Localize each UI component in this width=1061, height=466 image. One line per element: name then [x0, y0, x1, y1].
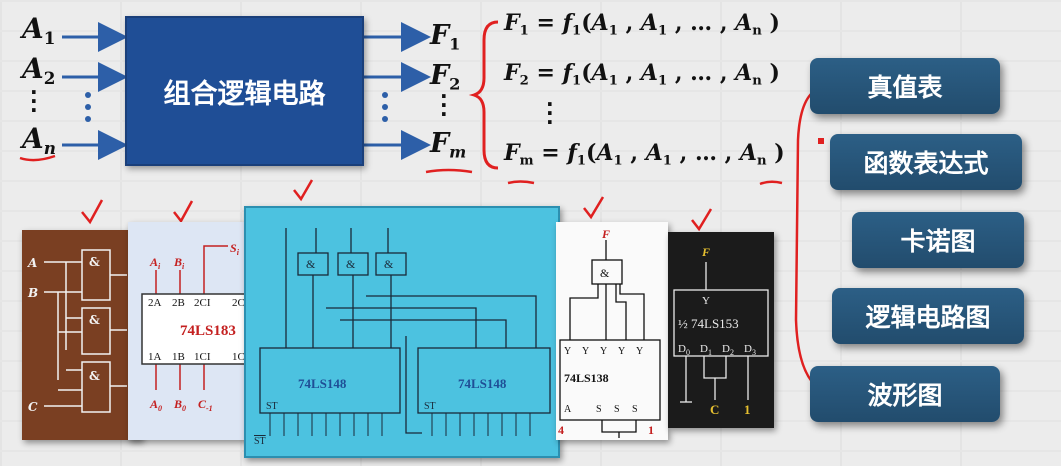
input-an: An	[22, 122, 56, 158]
svg-text:1: 1	[744, 402, 751, 417]
svg-text:2CI: 2CI	[194, 297, 211, 309]
decoder-chip-label: 74LS138	[564, 371, 609, 385]
svg-text:Y: Y	[636, 346, 643, 357]
input-a2: A2	[22, 52, 56, 88]
svg-text:D2: D2	[722, 343, 734, 357]
card-gate-network: A B C & & &	[22, 230, 142, 440]
svg-text:1CI: 1CI	[194, 351, 211, 363]
svg-text:D0: D0	[678, 343, 690, 357]
svg-text:ST: ST	[254, 436, 266, 447]
svg-text:&: &	[384, 257, 394, 271]
encoder-left-label: 74LS148	[298, 376, 347, 391]
svg-text:&: &	[346, 257, 356, 271]
adder-chip-label: 74LS183	[180, 323, 236, 339]
svg-text:Y: Y	[702, 295, 710, 307]
svg-text:C-1: C-1	[198, 397, 213, 413]
svg-text:1: 1	[648, 423, 654, 437]
svg-text:&: &	[306, 257, 316, 271]
svg-text:2B: 2B	[172, 297, 185, 309]
svg-text:D3: D3	[744, 343, 756, 357]
svg-text:Bi: Bi	[173, 255, 185, 271]
gate-input-a: A	[27, 256, 37, 270]
gate-and-1: &	[89, 255, 100, 269]
svg-text:S: S	[596, 404, 602, 415]
adder-diagram: 2A 2B 2CI 2C 1A 1B 1CI 1C 74LS183 Ai Bi …	[141, 241, 258, 413]
formula-f2: F2 = f1(A1 , A1 , … , An )	[504, 60, 780, 89]
gate-input-c: C	[28, 400, 38, 414]
combinational-logic-box: 组合逻辑电路	[125, 16, 364, 166]
svg-text:1B: 1B	[172, 351, 185, 363]
mux-diagram: F Y ½ 74LS153 D0 D1 D2 D3 C 1	[673, 245, 769, 417]
svg-text:2C: 2C	[232, 297, 245, 309]
encoder-diagram: & & & ST ST ST 74LS148 74LS148	[254, 228, 551, 447]
box-label: 组合逻辑电路	[163, 78, 326, 110]
svg-text:C: C	[710, 402, 719, 417]
encoder-right-label: 74LS148	[458, 376, 507, 391]
svg-text:D1: D1	[700, 343, 712, 357]
formula-f1: F1 = f1(A1 , A1 , … , An )	[504, 10, 780, 39]
annotation-dot	[818, 138, 824, 144]
mux-output-f: F	[701, 245, 710, 259]
svg-text:1C: 1C	[232, 351, 245, 363]
svg-text:Y: Y	[600, 346, 607, 357]
svg-text:&: &	[600, 266, 610, 280]
output-dots: ···	[440, 84, 448, 126]
btn-truth-table[interactable]: 真值表	[810, 58, 1000, 114]
output-f2: F2	[430, 60, 461, 94]
output-fm: Fm	[430, 128, 467, 162]
gate-input-b: B	[27, 286, 38, 300]
gate-and-2: &	[89, 313, 100, 327]
input-dots: ···	[30, 80, 38, 122]
formula-fm: Fm = f1(A1 , A1 , … , An )	[504, 140, 785, 169]
btn-logic-circuit-diagram[interactable]: 逻辑电路图	[832, 288, 1024, 344]
svg-text:Si: Si	[230, 241, 240, 257]
svg-text:ST: ST	[424, 401, 436, 412]
btn-waveform[interactable]: 波形图	[810, 366, 1000, 422]
card-mux-74ls153: F Y ½ 74LS153 D0 D1 D2 D3 C 1	[668, 232, 774, 428]
formula-dots: ···	[546, 92, 554, 134]
svg-text:4: 4	[558, 423, 564, 437]
btn-function-expression[interactable]: 函数表达式	[830, 134, 1022, 190]
gate-network-diagram: A B C & & &	[27, 249, 127, 414]
output-f1: F1	[430, 20, 461, 54]
svg-text:Y: Y	[582, 346, 589, 357]
svg-text:A0: A0	[149, 397, 162, 413]
formula-brace	[468, 20, 499, 170]
gate-and-3: &	[89, 369, 100, 383]
card-encoder-74ls148: & & & ST ST ST 74LS148 74LS148	[244, 206, 560, 458]
svg-text:2A: 2A	[148, 297, 162, 309]
svg-text:Y: Y	[618, 346, 625, 357]
svg-text:1A: 1A	[148, 351, 162, 363]
svg-text:A: A	[564, 404, 572, 415]
svg-text:ST: ST	[266, 401, 278, 412]
card-adder-74ls183: 2A 2B 2CI 2C 1A 1B 1CI 1C 74LS183 Ai Bi …	[128, 222, 258, 440]
svg-text:Y: Y	[564, 346, 571, 357]
svg-text:S: S	[632, 404, 638, 415]
card-decoder-74ls138: F & Y Y Y Y Y A S S S 74LS138 4 1	[556, 222, 668, 440]
mux-chip-label: ½ 74LS153	[678, 316, 739, 331]
input-a1: A1	[22, 12, 56, 48]
svg-text:S: S	[614, 404, 620, 415]
btn-karnaugh-map[interactable]: 卡诺图	[852, 212, 1024, 268]
svg-text:Ai: Ai	[149, 255, 161, 271]
svg-text:B0: B0	[173, 397, 186, 413]
decoder-diagram: F & Y Y Y Y Y A S S S 74LS138 4 1	[558, 227, 661, 438]
decoder-output-f: F	[601, 227, 610, 241]
